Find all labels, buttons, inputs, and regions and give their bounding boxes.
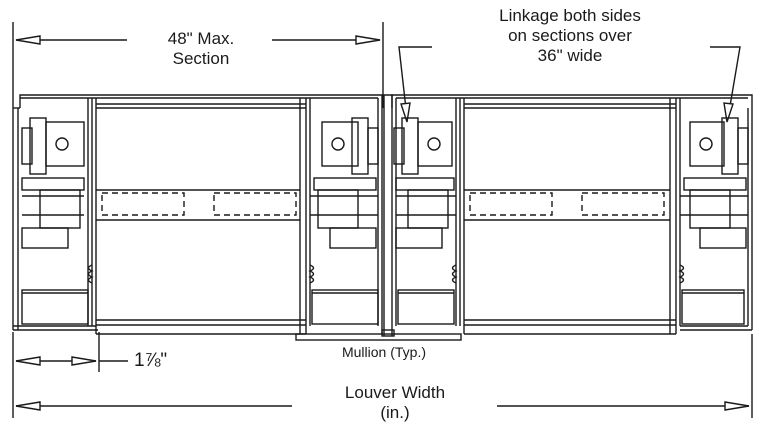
left-jamb-linkage [21,117,85,249]
louver-width-label: Louver Width (in.) [306,383,484,423]
mullion-label: Mullion (Typ.) [322,344,446,361]
linkage-note-line1: Linkage both sides [499,6,641,25]
right-tie-bar [464,189,670,221]
linkage-note-label: Linkage both sides on sections over 36" … [440,6,700,66]
right-section-left-linkage [393,117,456,249]
frame-depth-dimension [12,332,128,372]
linkage-note-line2: on sections over [508,26,632,46]
louver-width-dimension [12,334,753,418]
left-tie-bar [96,189,300,221]
right-jamb-linkage [680,117,749,249]
right-section-frame [391,94,753,335]
mullion [295,94,462,341]
max-section-line1: 48" Max. [167,29,235,48]
linkage-note-line3: 36" wide [537,46,603,66]
max-section-label: 48" Max. Section [142,29,260,69]
louver-width-line2: (in.) [380,403,410,423]
frame-depth-label: 1⅞" [134,350,167,372]
max-section-dimension [12,22,384,108]
linkage-leaders [398,46,741,123]
left-section-frame [12,94,383,335]
louver-width-line1: Louver Width [344,383,446,402]
mullion-text: Mullion (Typ.) [341,344,427,360]
frame-depth-value: 1⅞" [134,350,168,371]
max-section-line2: Section [172,49,230,69]
mid-jamb-linkage [310,117,379,249]
